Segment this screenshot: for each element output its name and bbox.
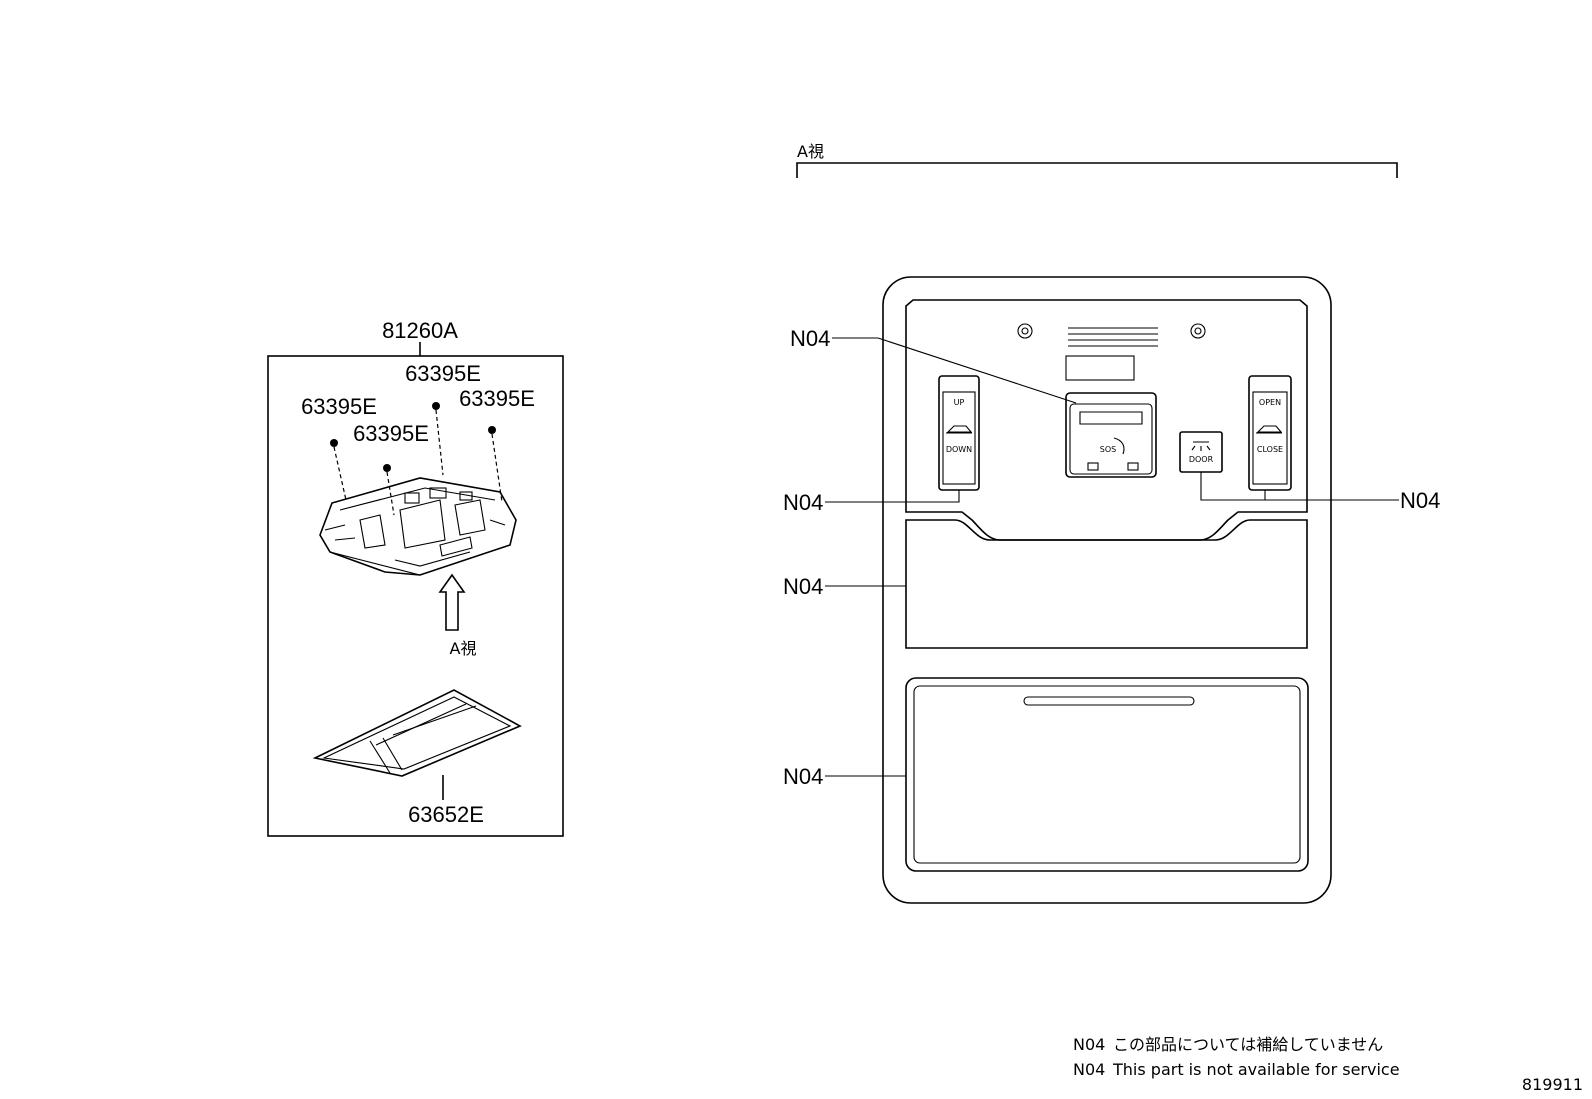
assembly-frame xyxy=(267,355,564,837)
car-icon xyxy=(946,425,973,434)
callout-n04-holder: N04 xyxy=(783,574,823,599)
console-unit-icon xyxy=(319,477,517,576)
switch-down-label: DOWN xyxy=(946,445,972,454)
screw-icon xyxy=(330,439,347,501)
screw-label-middle: 63395E xyxy=(353,421,429,446)
cover-label: 63652E xyxy=(408,802,484,827)
view-direction-arrow-icon xyxy=(438,573,466,631)
speaker-grille-icon xyxy=(1068,327,1158,347)
assembly-label: 81260A xyxy=(382,318,458,343)
callout-n04-left-switch: N04 xyxy=(783,490,823,515)
screw-icon xyxy=(432,402,444,476)
diagram-id: 819911 xyxy=(1522,1075,1583,1094)
lower-storage-box[interactable] xyxy=(905,677,1309,872)
screw-label-top: 63395E xyxy=(405,361,481,386)
view-bracket xyxy=(796,162,1398,178)
callout-n04-right: N04 xyxy=(1400,488,1440,513)
sos-label: SOS xyxy=(1100,445,1116,454)
door-lamp-button[interactable]: DOOR xyxy=(1179,431,1223,473)
sunglass-holder[interactable] xyxy=(905,519,1308,649)
screw-label-right: 63395E xyxy=(459,386,535,411)
note-text-jp: この部品については補給していません xyxy=(1113,1035,1383,1054)
note-text-en: This part is not available for service xyxy=(1112,1060,1400,1079)
upper-switch-panel xyxy=(905,299,1308,541)
callout-n04-storage: N04 xyxy=(783,764,823,789)
note-code-en: N04 xyxy=(1073,1060,1105,1079)
arrow-icon xyxy=(1113,437,1125,455)
sunroof-tilt-switch[interactable]: UP DOWN xyxy=(938,375,980,491)
console-housing xyxy=(882,276,1332,904)
sensor-window xyxy=(1065,355,1135,381)
lens-cover-icon xyxy=(312,689,522,777)
microphone-icon xyxy=(1017,323,1033,339)
switch-up-label: UP xyxy=(954,398,965,407)
footnotes: N04 この部品については補給していません N04 This part is n… xyxy=(1073,1035,1400,1079)
screw-label-left: 63395E xyxy=(301,394,377,419)
view-title: A視 xyxy=(797,142,824,161)
sunroof-slide-switch[interactable]: OPEN CLOSE xyxy=(1248,375,1292,491)
screw-icon xyxy=(488,426,503,503)
car-icon xyxy=(1256,425,1283,434)
microphone-icon xyxy=(1190,323,1206,339)
screw-icon xyxy=(383,464,395,516)
door-label: DOOR xyxy=(1189,455,1214,464)
switch-close-label: CLOSE xyxy=(1257,445,1283,454)
left-assembly-view: 81260A 63395E 63395E 63395E 63395E xyxy=(267,318,564,837)
note-code-jp: N04 xyxy=(1073,1035,1105,1054)
right-detail-view: A視 UP DOWN xyxy=(783,142,1440,904)
switch-open-label: OPEN xyxy=(1259,398,1281,407)
view-arrow-label: A視 xyxy=(450,639,477,658)
storage-handle[interactable] xyxy=(1023,696,1195,706)
sos-button[interactable]: SOS xyxy=(1065,392,1157,478)
callout-n04-sos: N04 xyxy=(790,326,830,351)
lamp-icon xyxy=(1191,441,1211,451)
